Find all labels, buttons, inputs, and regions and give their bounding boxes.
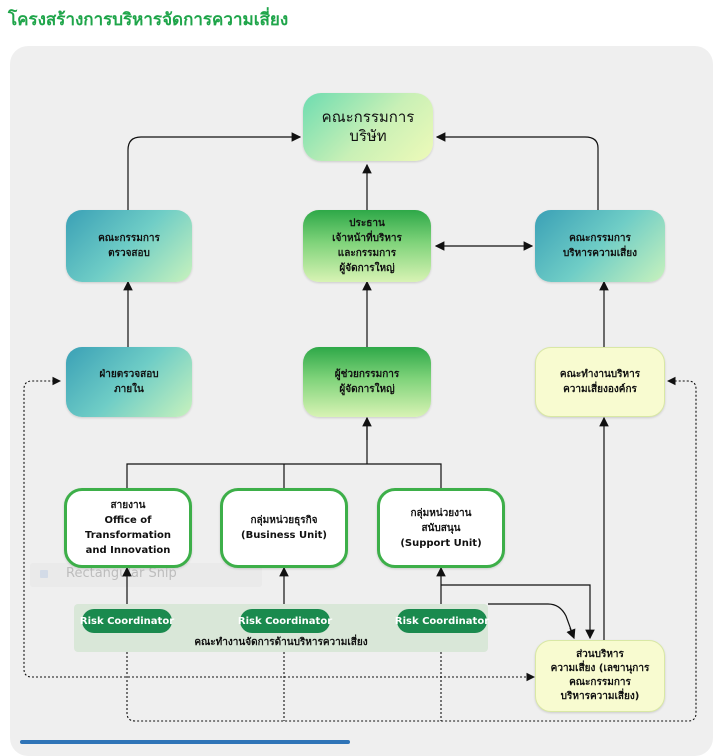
node-board: คณะกรรมการ บริษัท	[303, 93, 433, 161]
edge-risk-to-board	[435, 132, 599, 210]
edge-support-to-rmd	[441, 584, 595, 640]
node-risk-management-dept: ส่วนบริหาร ความเสี่ยง (เลขานุการ คณะกรรม…	[535, 640, 665, 712]
node-business-unit: กลุ่มหน่วยธุรกิจ (Business Unit)	[220, 488, 348, 568]
snip-label: Rectangular Snip	[66, 566, 177, 581]
node-ceo: ประธาน เจ้าหน้าที่บริหาร และกรรมการ ผู้จ…	[303, 210, 431, 282]
edge-band-to-rmd	[488, 603, 575, 639]
dotted-bottom-loop	[126, 376, 697, 722]
node-erm-working-group: คณะทำงานบริหาร ความเสี่ยงองค์กร	[535, 347, 665, 417]
node-assistant-md: ผู้ช่วยกรรมการ ผู้จัดการใหญ่	[303, 347, 431, 417]
coordinator-group-label: คณะทำงานจัดการด้านบริหารความเสี่ยง	[194, 637, 368, 648]
risk-coordinator-3: Risk Coordinator	[395, 609, 489, 633]
node-risk-committee: คณะกรรมการ บริหารความเสี่ยง	[535, 210, 665, 282]
node-internal-audit: ฝ่ายตรวจสอบ ภายใน	[66, 347, 192, 417]
risk-coordinator-1: Risk Coordinator	[80, 609, 174, 633]
dotted-left-loop	[23, 376, 534, 678]
edge-units-to-amd	[126, 418, 442, 488]
node-audit-committee: คณะกรรมการ ตรวจสอบ	[66, 210, 192, 282]
node-support-unit: กลุ่มหน่วยงาน สนับสนุน (Support Unit)	[377, 488, 505, 568]
bottom-strip	[20, 740, 350, 744]
risk-coordinator-2: Risk Coordinator	[238, 609, 332, 633]
node-otio: สายงาน Office of Transformation and Inno…	[64, 488, 192, 568]
page-title: โครงสร้างการบริหารจัดการความเสี่ยง	[8, 10, 289, 30]
edge-audit-to-board	[127, 132, 302, 210]
snip-icon	[40, 570, 48, 578]
